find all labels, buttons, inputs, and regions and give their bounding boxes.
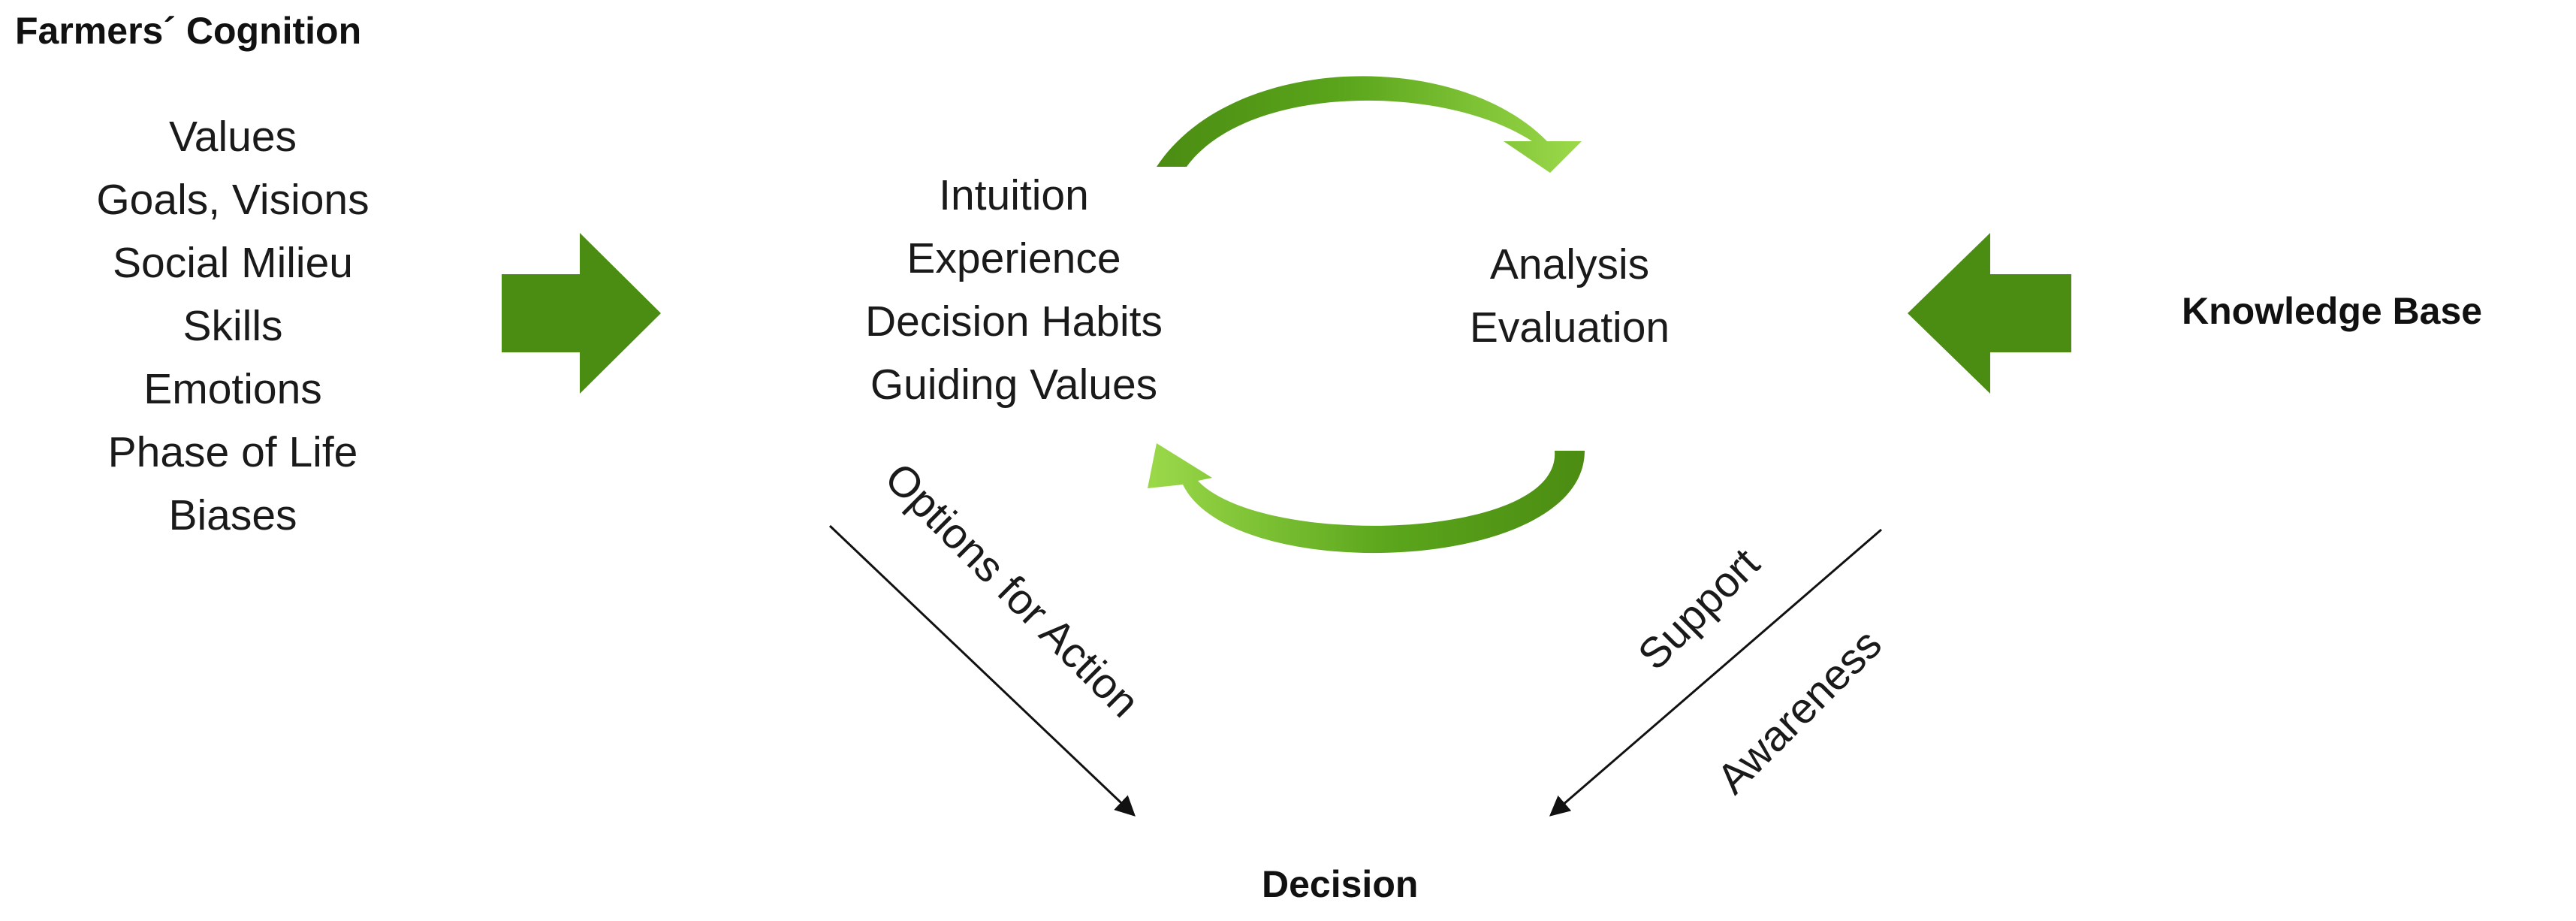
cognition-factor: Values xyxy=(168,113,297,161)
intuitive-mode-item: Decision Habits xyxy=(865,297,1163,346)
cognition-input-arrow xyxy=(502,233,661,394)
cognition-factor: Skills xyxy=(182,302,283,350)
decision-heading: Decision xyxy=(1262,863,1419,905)
analytic-mode-item: Analysis xyxy=(1489,240,1650,288)
cognition-factor: Biases xyxy=(168,491,297,539)
farmers-cognition-heading: Farmers´ Cognition xyxy=(15,10,362,52)
knowledge-base-heading: Knowledge Base xyxy=(2182,290,2483,332)
cycle-arrow-top xyxy=(1157,76,1582,174)
cognition-factor: Social Milieu xyxy=(113,239,353,287)
cognition-factor: Phase of Life xyxy=(107,428,358,476)
support-label: Support xyxy=(1629,539,1769,680)
intuitive-mode-item: Guiding Values xyxy=(870,361,1158,409)
knowledge-input-arrow xyxy=(1908,233,2071,394)
cognition-factor: Goals, Visions xyxy=(96,176,370,224)
cycle-arrow-bottom xyxy=(1148,443,1585,554)
analytic-mode-list: Analysis Evaluation xyxy=(1412,233,1727,359)
options-for-action-label: Options for Action xyxy=(876,454,1148,726)
support-connector-line xyxy=(1549,528,1882,817)
awareness-label: Awareness xyxy=(1708,620,1891,803)
intuitive-mode-item: Intuition xyxy=(939,171,1089,219)
intuitive-mode-list: Intuition Experience Decision Habits Gui… xyxy=(781,164,1247,416)
cognition-factor: Emotions xyxy=(143,365,322,413)
options-connector-line xyxy=(828,524,1136,817)
intuitive-mode-item: Experience xyxy=(906,234,1121,282)
analytic-mode-item: Evaluation xyxy=(1469,303,1670,352)
cognition-factors-list: Values Goals, Visions Social Milieu Skil… xyxy=(45,105,421,547)
